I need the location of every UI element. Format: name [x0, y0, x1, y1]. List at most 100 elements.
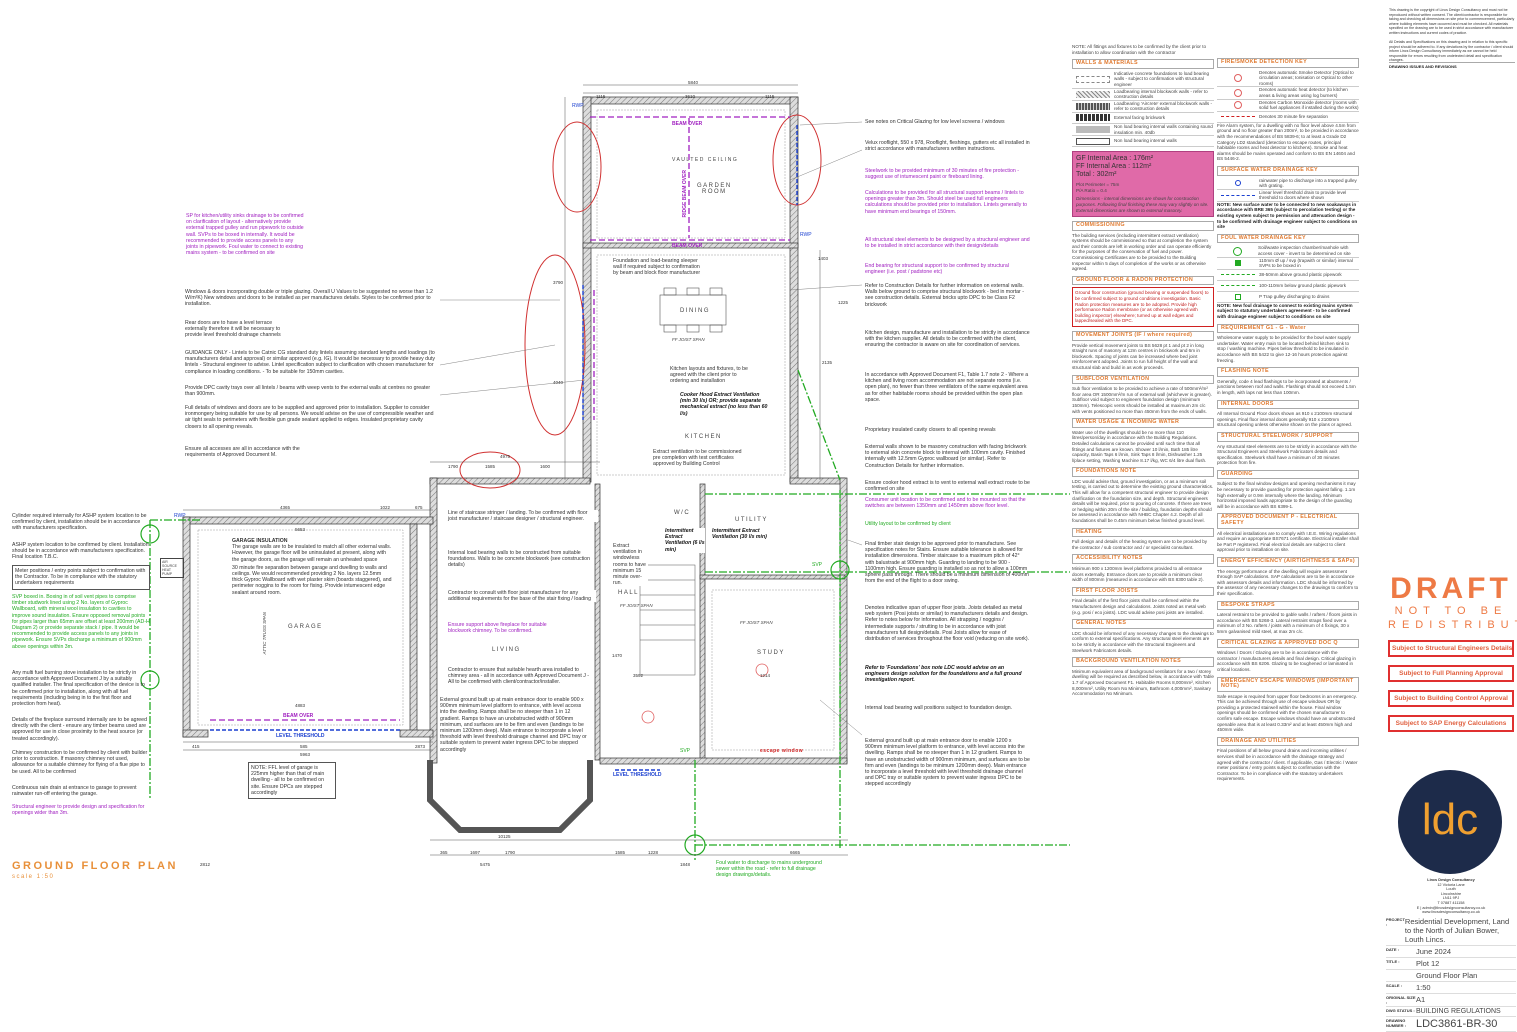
- field-value: June 2024: [1416, 947, 1452, 956]
- annotation-note: Ensure cooker hood extract is to vent to…: [865, 480, 1030, 493]
- wall-key-row: External facing brickwork: [1072, 113, 1214, 124]
- address-line: LN11 9PJ: [1442, 896, 1460, 901]
- dimension-label: 1214: [760, 673, 771, 678]
- dimension-label: 2135: [822, 360, 833, 365]
- section-text: All electrical installations are to comp…: [1217, 530, 1359, 553]
- key-row: 110mm Ø up / svp (trapwith or similar) i…: [1217, 258, 1359, 270]
- section-title: FIRST FLOOR JOISTS: [1072, 586, 1214, 597]
- section-text: The energy performance of the dwelling w…: [1217, 568, 1359, 596]
- annotation-note: Proprietary insulated cavity closers to …: [865, 427, 996, 433]
- address-line: 12 Victoria Lane: [1437, 882, 1465, 887]
- title-block: This drawing is the copyright of Lincs D…: [1385, 0, 1517, 1009]
- approval-stamp: Subject to Structural Engineers Details: [1388, 640, 1514, 657]
- annotation-note: Contractor to ensure that suitable heart…: [448, 667, 593, 686]
- annotation-note: Foul water to discharge to mains undergr…: [716, 860, 826, 879]
- key-label: Denotes automatic Smoke Detector (Optica…: [1259, 69, 1354, 86]
- top-note: NOTE: All fittings and fixtures to be co…: [1072, 44, 1207, 55]
- dimension-label: 2812: [200, 862, 211, 867]
- dimension-label: 585: [300, 744, 308, 749]
- key-row: rainwater pipe to discharge into a trapp…: [1217, 178, 1359, 190]
- dimension-lines: [183, 84, 848, 856]
- section-title: GROUND FLOOR & RADON PROTECTION: [1072, 275, 1214, 286]
- company-address: Lincs Design Consultancy 12 Victoria Lan…: [1388, 878, 1514, 915]
- dimension-label: 4365: [280, 505, 291, 510]
- company-email[interactable]: E | admin@lincsdesignconsultancy.co.uk: [1416, 905, 1486, 910]
- dimension-label: 6665: [790, 850, 801, 855]
- key-row: Denotes Carbon Monoxide detector (rooms …: [1217, 100, 1359, 112]
- section-text: Generally, code 4 lead flashings to be i…: [1217, 378, 1356, 395]
- annotation-note: Utility layout to be confirmed by client: [865, 521, 951, 527]
- section-title: COMMISSIONING: [1072, 221, 1214, 231]
- dimension-label: 5475: [480, 862, 491, 867]
- annotation-note: Chimney construction to be confirmed by …: [12, 750, 148, 775]
- wall-key-label: Indicative concrete foundations to load …: [1114, 70, 1210, 87]
- key-label: 100-110mm below ground plastic pipework: [1259, 283, 1346, 289]
- section-text: Windows / Doors / Glazing are to be in a…: [1217, 650, 1356, 672]
- annotation-note: Internal load bearing wall positions sub…: [865, 705, 1013, 711]
- field-value: Plot 12: [1416, 959, 1440, 968]
- company-website[interactable]: www.lincsdesignconsultancy.co.uk: [1422, 910, 1480, 915]
- section-text: Ground floor construction (ground bearin…: [1072, 287, 1214, 327]
- wall-key-row: Non load bearing internal walls containi…: [1072, 124, 1214, 137]
- wall-key-row: Non load bearing internal walls: [1072, 136, 1214, 148]
- annotation-note: Provide DPC cavity trays over all lintel…: [185, 385, 431, 398]
- joist-span-label: FF JOIST SPAN: [672, 337, 705, 342]
- escape-window-label: escape window: [760, 748, 804, 754]
- foul-water-key: FOUL WATER DRAINAGE KEY Soil/waste inspe…: [1217, 233, 1359, 320]
- field-key: SCALE :: [1386, 983, 1402, 988]
- section-text: Lateral restraint to be provided to gabl…: [1217, 612, 1357, 634]
- svp-icon: [1235, 260, 1241, 267]
- section-text: LDC would advise that, ground investigat…: [1072, 478, 1214, 524]
- dimension-label: 1022: [380, 505, 391, 510]
- ashp-unit: AIR SOURCE HEAT PUMP: [160, 558, 184, 578]
- approval-stamp: Subject to Full Planning Approval: [1388, 665, 1514, 682]
- key-label: 38-50mm above ground plastic pipework: [1259, 272, 1342, 278]
- key-label: Denotes Carbon Monoxide detector (rooms …: [1259, 99, 1359, 111]
- title-block-row: PROJECT :Residential Development, Land t…: [1386, 916, 1516, 946]
- not-to-be-text: NOT TO BE: [1394, 605, 1508, 617]
- section-title: EMERGENCY ESCAPE WINDOWS (IMPORTANT NOTE…: [1217, 676, 1359, 692]
- redistributed-text: REDISTRIBUTED: [1388, 619, 1517, 631]
- key-label: Denotes automatic heat detector (to kitc…: [1259, 87, 1348, 98]
- section-title: DRAINAGE AND UTILITIES: [1217, 736, 1359, 747]
- wall-swatch: [1076, 90, 1110, 98]
- joist-span-label: FF JOIST SPAN: [620, 603, 653, 608]
- total-area: Total : 302m²: [1076, 171, 1117, 179]
- key-label: 110mm Ø up / svp (trapwith or similar) i…: [1259, 257, 1353, 269]
- dimension-label: 2873: [415, 744, 426, 749]
- company-name: Lincs Design Consultancy: [1427, 878, 1475, 882]
- area-schedule: GF Internal Area : 176m² FF Internal Are…: [1072, 151, 1214, 218]
- section-title: APPROVED DOCUMENT P - ELECTRICAL SAFETY: [1217, 513, 1359, 529]
- dimension-label: 1585: [615, 850, 626, 855]
- beam-over-label: BEAM OVER: [672, 121, 703, 127]
- section-title: CRITICAL GLAZING & APPROVED DOC Q: [1217, 638, 1359, 649]
- wall-key-row: Loadbearing 'Aircrete' external blockwor…: [1072, 101, 1214, 113]
- field-value: 1:50: [1416, 983, 1431, 992]
- dimension-label: 1225: [838, 300, 849, 305]
- field-key: DRAWING NUMBER :: [1386, 1018, 1406, 1028]
- wall-swatch: [1076, 114, 1110, 122]
- annotation-note: Full details of windows and doors are to…: [185, 405, 434, 430]
- dimension-label: 1403: [818, 256, 829, 261]
- annotation-note: Ensure all accesses are all in accordanc…: [185, 446, 300, 459]
- annotation-note: Any multi fuel burning stove installatio…: [12, 670, 145, 708]
- section-title: ACCESSIBILITY NOTES: [1072, 554, 1214, 564]
- staircase: [639, 564, 696, 676]
- key-row: Denotes automatic Smoke Detector (Optica…: [1217, 70, 1359, 88]
- wall-swatch: [1076, 137, 1110, 145]
- garage-fire-text: 30 minute fire separation between garage…: [232, 564, 392, 596]
- dimension-label: 1115: [596, 94, 606, 99]
- section-title: STRUCTURAL STEELWORK / SUPPORT: [1217, 431, 1359, 442]
- annotation-note: External ground built up at main entranc…: [865, 738, 1030, 788]
- wall-key-row: Loadbearing internal blockwork walls - r…: [1072, 89, 1214, 101]
- floor-plan-drawing: [140, 84, 1070, 860]
- room-label-garage: GARAGE: [288, 624, 323, 630]
- waste-pipe-icon: [1221, 274, 1255, 276]
